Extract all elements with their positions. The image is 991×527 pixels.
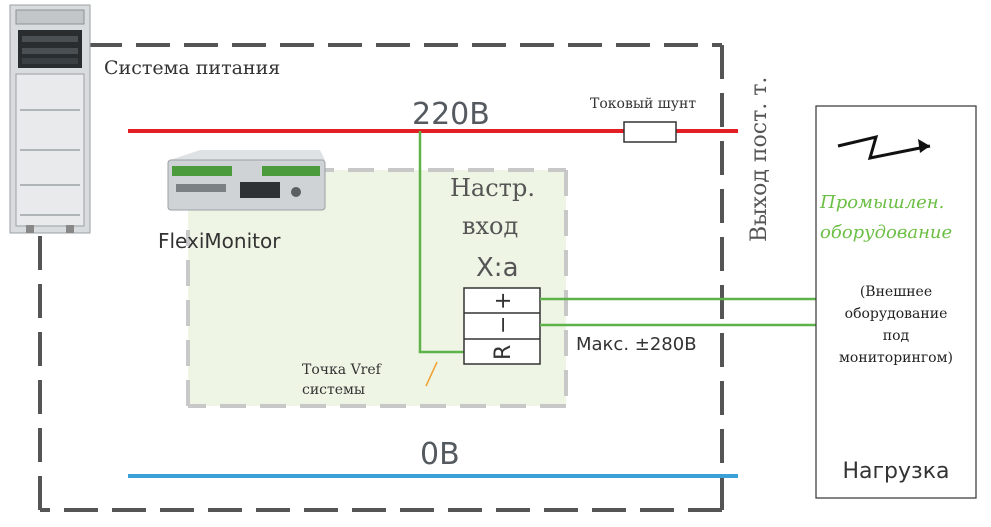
terminal-minus: − bbox=[491, 316, 516, 334]
external-line4: мониторингом) bbox=[839, 350, 953, 366]
vref-pointer-line bbox=[425, 361, 438, 387]
input-id-label: X:a bbox=[476, 253, 519, 283]
input-title-line2: вход bbox=[462, 212, 518, 240]
shunt-resistor-icon bbox=[623, 121, 677, 143]
voltage-zero-label: 0В bbox=[420, 437, 460, 472]
shunt-label: Токовый шунт bbox=[590, 96, 696, 112]
load-box bbox=[815, 105, 977, 499]
input-title-line1: Настр. bbox=[450, 174, 535, 202]
flexi-monitor-device-icon bbox=[167, 150, 326, 211]
external-line1: (Внешнее bbox=[860, 284, 932, 300]
power-system-label: Система питания bbox=[104, 57, 280, 79]
terminal-r: R bbox=[491, 345, 516, 360]
vref-signal-line bbox=[418, 131, 464, 354]
power-system-frame bbox=[38, 43, 724, 512]
terminal-block bbox=[463, 287, 541, 365]
device-label: FlexiMonitor bbox=[158, 229, 281, 253]
industrial-line1: Промышлен. bbox=[819, 192, 944, 213]
external-line3: под bbox=[883, 328, 910, 344]
dc-output-label: Выход пост. т. bbox=[747, 77, 772, 242]
voltage-high-label: 220В bbox=[412, 97, 490, 132]
industrial-line2: оборудование bbox=[820, 222, 952, 243]
external-line2: оборудование bbox=[845, 306, 948, 322]
load-label: Нагрузка bbox=[842, 459, 949, 484]
vref-label-line2: системы bbox=[302, 382, 365, 398]
vref-label-line1: Точка Vref bbox=[302, 362, 383, 378]
max-voltage-label: Макс. ±280В bbox=[576, 334, 697, 355]
server-rack-icon bbox=[9, 4, 91, 234]
terminal-plus: + bbox=[491, 292, 516, 310]
lightning-arrow-icon bbox=[837, 134, 931, 160]
